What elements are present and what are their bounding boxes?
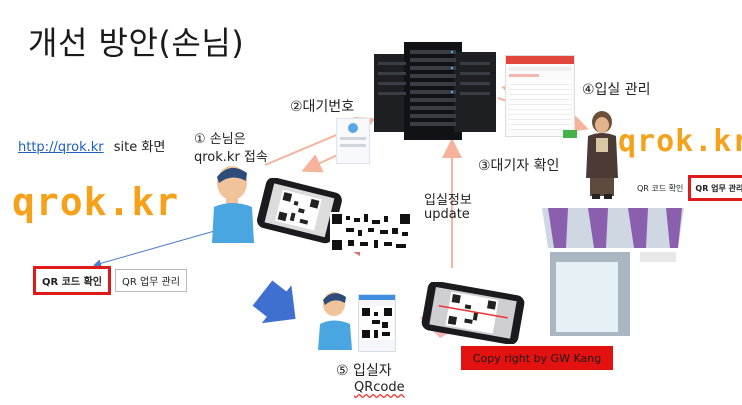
page-title: 개선 방안(손님) [28, 24, 245, 62]
step1-label-line2: qrok.kr 접속 [194, 150, 268, 165]
copyright-badge: Copy right by GW Kang [461, 346, 613, 370]
qr-button-row-small: QR 코드 확인 QR 업무 관리 [634, 175, 742, 201]
site-link[interactable]: http://qrok.kr [18, 140, 104, 155]
green-status-tag [563, 130, 577, 138]
entrant-qr-code [360, 306, 394, 340]
site-caption-row: http://qrok.kr site 화면 [18, 136, 165, 155]
blue-block-arrow [252, 280, 296, 324]
qr-button-row: QR 코드 확인 QR 업무 관리 [33, 266, 187, 295]
arrow-to-qr-button [93, 229, 219, 268]
qr-check-button-small[interactable]: QR 코드 확인 [634, 178, 687, 198]
brand-logo-left: qrok.kr [12, 180, 180, 224]
entrant-qr-screen [358, 294, 396, 352]
brand-logo-right: qrok.kr [618, 124, 742, 159]
step4-label: ④입실 관리 [582, 82, 651, 98]
site-caption: site 화면 [113, 140, 166, 155]
update-label-line2: update [424, 207, 470, 222]
step5-label-line2: QRcode [354, 380, 405, 395]
manager-figure [586, 111, 618, 199]
waiting-number-screen [336, 118, 370, 164]
qr-manage-button-small[interactable]: QR 업무 관리 [688, 175, 742, 201]
step1-label-line1: ① 손님은 [194, 132, 246, 147]
qr-manage-button[interactable]: QR 업무 관리 [114, 269, 187, 292]
qr-check-button[interactable]: QR 코드 확인 [33, 266, 111, 295]
step3-label: ③대기자 확인 [478, 158, 560, 174]
customer-phone-image [257, 178, 342, 244]
entrant-figure [318, 292, 352, 350]
server-rack-image [374, 42, 496, 140]
update-label-line1: 입실정보 [424, 193, 472, 208]
printed-qr-code [330, 212, 412, 252]
shop-image [542, 208, 684, 336]
step5-label-line1: ⑤ 입실자 [336, 363, 392, 379]
waiting-list-screen [505, 55, 575, 137]
step2-label: ②대기번호 [290, 99, 355, 115]
customer-figure [212, 166, 254, 243]
scanner-phone-image [421, 282, 525, 344]
